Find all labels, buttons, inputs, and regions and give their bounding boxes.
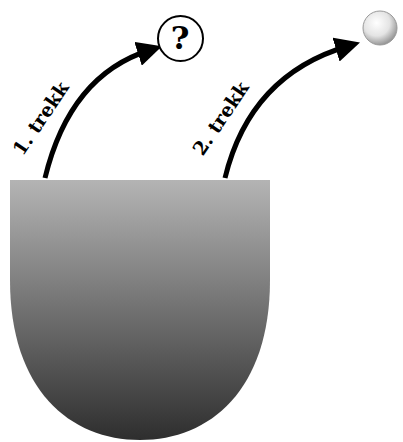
node-text: ? [171,22,190,54]
bag [10,180,270,440]
draw-label: 2. trekk [189,77,253,158]
draw-arrow [225,46,348,178]
draw-arrow [45,50,150,178]
question-circle: ? [157,15,204,62]
draw-label: 1. trekk [9,77,73,158]
ball [363,11,397,45]
